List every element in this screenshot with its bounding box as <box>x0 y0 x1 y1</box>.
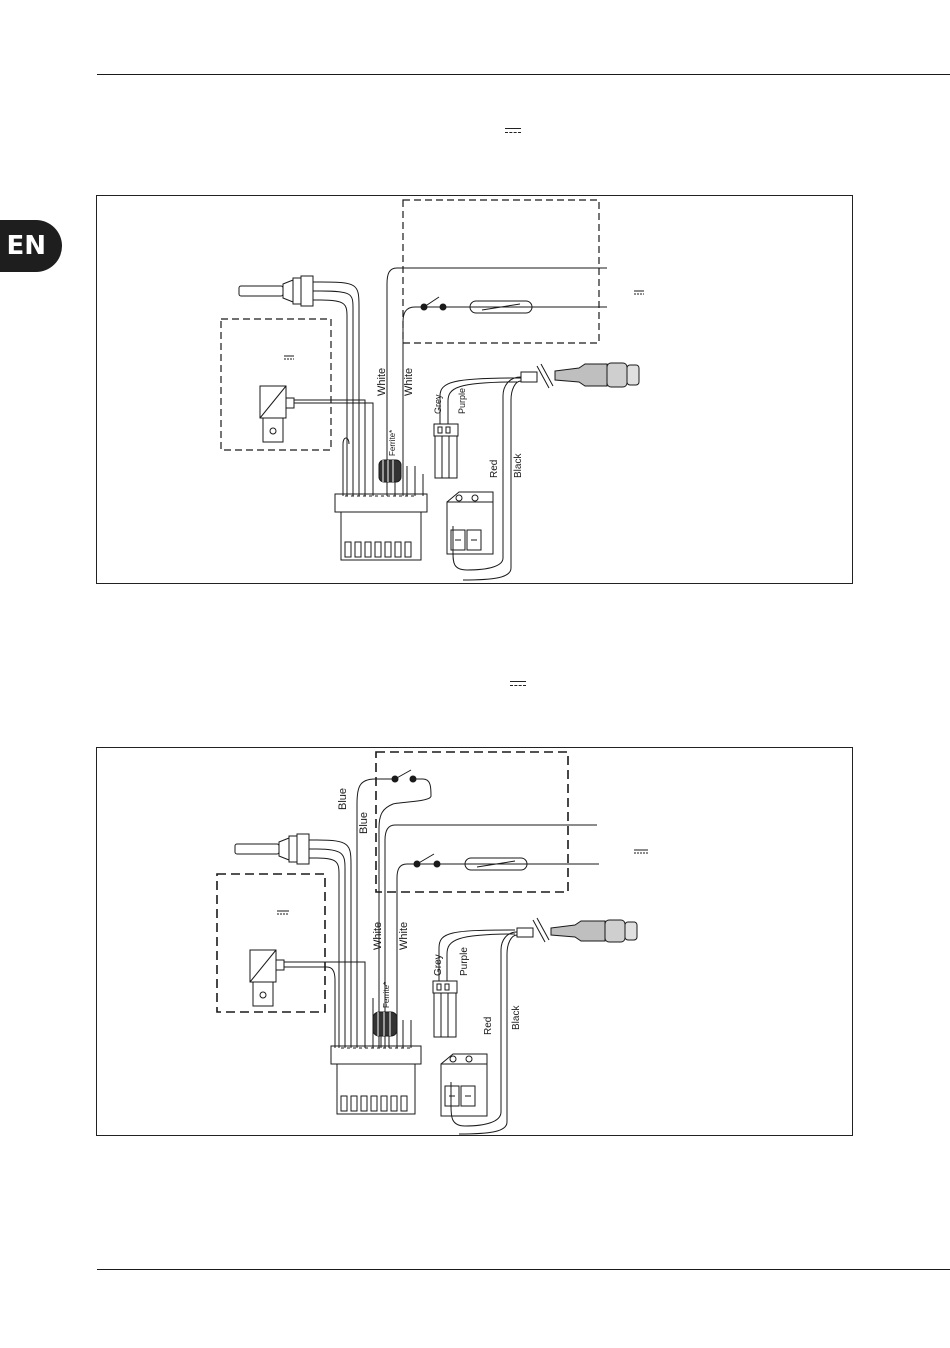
wire-label-purple: Purple <box>459 947 470 976</box>
ferrite-icon <box>373 1012 397 1036</box>
connector-icon <box>434 424 458 478</box>
ferrite-icon <box>379 460 401 482</box>
dc-symbol-icon <box>284 356 294 359</box>
wire-label-red: Red <box>483 1017 494 1035</box>
switch-icon <box>421 297 446 310</box>
wire-label-white-1: White <box>376 368 388 396</box>
wire-label-white-1: White <box>372 922 384 950</box>
wire-label-purple: Purple <box>457 388 467 414</box>
ferrite-label: Ferrite* <box>388 430 397 456</box>
sensor-box <box>217 874 325 1012</box>
switch-icon <box>414 854 440 867</box>
wire-label-blue-1: Blue <box>337 788 349 810</box>
plug-icon <box>521 363 639 388</box>
wire-label-white-2: White <box>403 368 415 396</box>
switch-icon <box>392 770 416 782</box>
wire-label-red: Red <box>489 460 500 478</box>
wire-label-black: Black <box>513 453 524 478</box>
wiring-diagram-2: Blue Blue White White Ferrite* Grey Purp… <box>96 747 853 1136</box>
dc-symbol-icon <box>634 291 644 294</box>
dc-symbol-icon <box>505 128 521 134</box>
wiring-diagram-1: White White Ferrite* Grey Purple Red Bla… <box>96 195 853 584</box>
relay-box <box>403 200 599 343</box>
terminal-block-icon <box>441 1054 487 1116</box>
footer-rule <box>97 1269 950 1270</box>
sensor-icon <box>260 386 294 442</box>
ferrite-label: Ferrite* <box>382 982 391 1008</box>
dc-symbol-icon <box>510 681 526 687</box>
sensor-icon <box>250 950 284 1006</box>
antenna-icon <box>239 276 321 306</box>
terminal-block-icon <box>331 1046 421 1114</box>
terminal-block-icon <box>447 492 493 554</box>
wire-label-blue-2: Blue <box>358 812 370 834</box>
wire-label-black: Black <box>511 1005 522 1030</box>
header-rule <box>97 74 950 75</box>
dc-symbol-icon <box>634 850 648 853</box>
wire-label-grey: Grey <box>433 954 444 976</box>
dc-symbol-icon <box>277 911 289 914</box>
terminal-block-icon <box>335 494 427 560</box>
antenna-icon <box>235 834 317 864</box>
plug-icon <box>517 918 637 942</box>
wire-label-white-2: White <box>398 922 410 950</box>
connector-icon <box>433 981 457 1037</box>
language-tab: EN <box>0 220 62 272</box>
wire-label-grey: Grey <box>433 394 443 414</box>
